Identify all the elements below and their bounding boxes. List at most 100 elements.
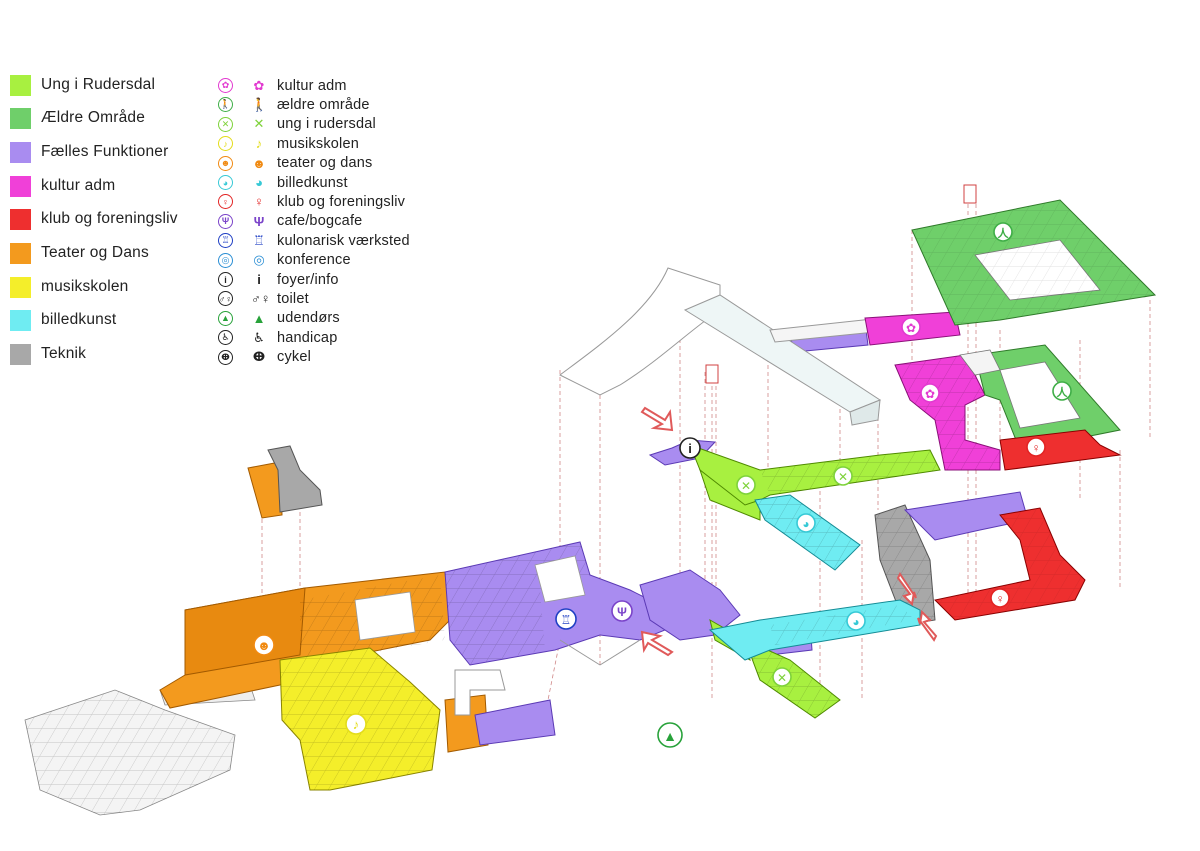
towers bbox=[705, 184, 977, 384]
tree-icon: ▲ bbox=[252, 310, 266, 326]
svg-text:♀: ♀ bbox=[996, 592, 1005, 606]
icon-legend-label: foyer/info bbox=[277, 271, 339, 288]
legend-label: Ung i Rudersdal bbox=[41, 76, 156, 93]
icon-legend-item: ◎◎konference bbox=[218, 251, 351, 270]
svg-text:i: i bbox=[688, 441, 692, 456]
cutlery-icon: Ψ bbox=[611, 600, 633, 622]
icon-legend-item: ♪ ♪ musikskolen bbox=[218, 134, 359, 153]
icon-legend-item: ✿✿kultur adm bbox=[218, 76, 347, 95]
icon-legend-item: ♿♿handicap bbox=[218, 328, 337, 347]
legend-label: billedkunst bbox=[41, 311, 117, 328]
swatch-faelles bbox=[10, 141, 31, 163]
swatch-aeldre bbox=[10, 107, 31, 129]
icon-legend-label: udendørs bbox=[277, 310, 340, 327]
swatch-klub bbox=[10, 208, 31, 230]
walking-person-icon: 🚶 bbox=[251, 96, 268, 112]
theatre-mask-icon: ☻ bbox=[252, 155, 266, 171]
icon-legend-label: toilet bbox=[277, 290, 309, 307]
jumping-person-icon: ✕ bbox=[772, 667, 792, 687]
svg-text:✕: ✕ bbox=[777, 671, 787, 685]
music-note-icon: ♪ bbox=[255, 136, 263, 152]
cutlery-icon: Ψ bbox=[218, 213, 233, 229]
legend-item-aeldre: Ældre Område bbox=[10, 107, 145, 129]
entrance-arrows bbox=[640, 406, 938, 657]
legend-item-teknik: Teknik bbox=[10, 343, 86, 365]
icon-legend-item: 🚶🚶ældre område bbox=[218, 95, 370, 114]
icon-legend-item: ☻ ☻ teater og dans bbox=[218, 154, 373, 173]
swatch-teater bbox=[10, 242, 31, 264]
icon-legend-item: ♂♀♂♀toilet bbox=[218, 289, 309, 308]
icon-legend-label: handicap bbox=[277, 329, 338, 346]
icon-legend-label: cafe/bogcafe bbox=[277, 213, 363, 230]
bicycle-icon: ⴲ bbox=[252, 349, 266, 365]
legend-label: Ældre Område bbox=[41, 109, 146, 126]
svg-text:✿: ✿ bbox=[906, 321, 916, 335]
legend-item-ung: Ung i Rudersdal bbox=[10, 74, 155, 96]
tree-icon: ▲ bbox=[218, 310, 233, 326]
palette-icon: ◕ bbox=[796, 513, 816, 533]
jumping-person-icon: ✕ bbox=[253, 116, 265, 132]
balloon-icon: ♀ bbox=[218, 194, 233, 210]
planet-icon: ◎ bbox=[253, 252, 265, 268]
swatch-teknik bbox=[10, 343, 31, 365]
gear-flower-icon: ✿ bbox=[253, 77, 265, 93]
icon-legend-label: billedkunst bbox=[277, 174, 348, 191]
icon-legend-label: klub og foreningsliv bbox=[277, 193, 406, 210]
icon-legend-item: ♖♖kulonarisk værksted bbox=[218, 231, 410, 250]
svg-text:✕: ✕ bbox=[838, 470, 848, 484]
svg-text:人: 人 bbox=[998, 226, 1010, 240]
icon-legend-label: musikskolen bbox=[277, 135, 359, 152]
svg-text:▲: ▲ bbox=[663, 728, 677, 744]
walking-person-icon: 人 bbox=[993, 222, 1013, 242]
cooking-icon: ♖ bbox=[555, 608, 577, 630]
icon-legend-item: ◕◕billedkunst bbox=[218, 173, 348, 192]
legend-label: kultur adm bbox=[41, 177, 116, 194]
tree-icon: ▲ bbox=[657, 722, 683, 748]
info-icon: i bbox=[218, 272, 233, 287]
legend-label: musikskolen bbox=[41, 278, 129, 295]
swatch-musik bbox=[10, 276, 31, 298]
music-note-icon: ♪ bbox=[218, 136, 233, 152]
legend-label: klub og foreningsliv bbox=[41, 210, 178, 227]
icon-legend-label: teater og dans bbox=[277, 155, 373, 172]
svg-text:Ψ: Ψ bbox=[617, 605, 627, 619]
legend-item-faelles: Fælles Funktioner bbox=[10, 141, 168, 163]
walking-person-icon: 🚶 bbox=[218, 97, 233, 113]
svg-text:人: 人 bbox=[1057, 385, 1069, 399]
palette-icon: ◕ bbox=[218, 175, 233, 190]
theatre-mask-icon: ☻ bbox=[253, 634, 275, 656]
legend-item-musik: musikskolen bbox=[10, 276, 128, 298]
existing-buildings bbox=[24, 684, 256, 816]
svg-text:◕: ◕ bbox=[852, 615, 859, 629]
walking-person-icon: 人 bbox=[1052, 381, 1072, 401]
zone-teknik bbox=[267, 445, 936, 626]
legend-label: Teknik bbox=[41, 345, 87, 362]
balloon-icon: ♀ bbox=[990, 588, 1010, 608]
legend-item-klub: klub og foreningsliv bbox=[10, 208, 178, 230]
toilet-icon: ♂♀ bbox=[218, 291, 233, 307]
svg-text:♖: ♖ bbox=[561, 613, 572, 627]
info-icon: i bbox=[257, 272, 261, 287]
zone-teater-og-dans bbox=[159, 461, 489, 753]
svg-text:☻: ☻ bbox=[257, 638, 271, 653]
svg-text:♪: ♪ bbox=[353, 717, 360, 732]
icon-legend-label: kulonarisk værksted bbox=[277, 232, 410, 249]
jumping-person-icon: ✕ bbox=[218, 116, 233, 132]
gear-flower-icon: ✿ bbox=[920, 383, 940, 403]
icon-legend-label: ung i rudersdal bbox=[277, 116, 376, 133]
cooking-icon: ♖ bbox=[253, 232, 265, 248]
balloon-icon: ♀ bbox=[254, 194, 264, 210]
cutlery-icon: Ψ bbox=[253, 213, 265, 229]
icon-legend-label: kultur adm bbox=[277, 77, 347, 94]
planet-icon: ◎ bbox=[218, 252, 233, 268]
icon-legend-item: ✕ ✕ ung i rudersdal bbox=[218, 115, 376, 134]
svg-text:♀: ♀ bbox=[1032, 441, 1041, 455]
bicycle-icon: ⴲ bbox=[218, 349, 233, 365]
swatch-ung bbox=[10, 74, 31, 96]
swatch-kultur bbox=[10, 175, 31, 197]
theatre-mask-icon: ☻ bbox=[218, 155, 233, 171]
wheelchair-icon: ♿ bbox=[253, 329, 265, 345]
